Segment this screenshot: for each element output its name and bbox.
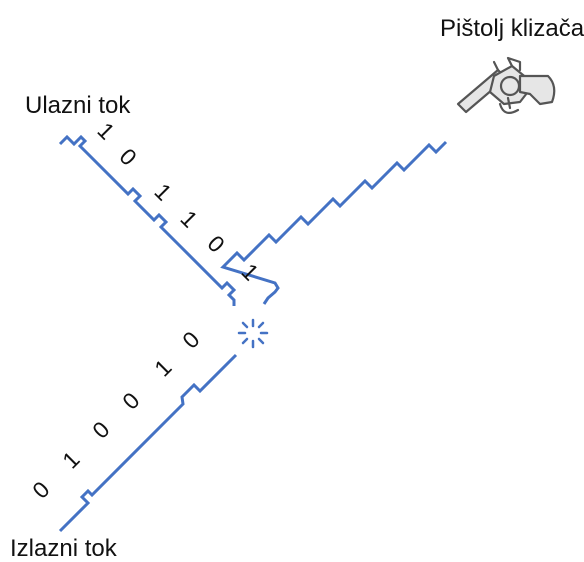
input-label: Ulazni tok — [25, 92, 131, 119]
input-bit: 0 — [114, 143, 141, 170]
output-stream-line — [58, 353, 238, 533]
input-bit: 1 — [92, 117, 119, 144]
output-bit: 0 — [117, 387, 144, 414]
glider-stream-line — [220, 140, 448, 305]
output-label: Izlazni tok — [10, 535, 118, 562]
input-bit: 1 — [175, 205, 202, 232]
output-bit: 0 — [177, 326, 204, 353]
input-bit: 1 — [236, 258, 263, 285]
input-bit: 0 — [202, 230, 229, 257]
input-bit: 1 — [149, 178, 176, 205]
output-bit: 0 — [87, 416, 114, 443]
sparkle-icon — [237, 318, 269, 349]
revolver-icon — [456, 56, 556, 115]
output-bit: 1 — [149, 354, 176, 381]
input-bits: 1 0 1 1 0 1 — [92, 117, 263, 285]
output-bits: 0 1 0 0 1 0 — [27, 326, 204, 503]
output-bit: 0 — [27, 476, 54, 503]
output-bit: 1 — [57, 446, 84, 473]
gun-label: Pištolj klizača — [440, 15, 584, 42]
input-stream-line — [58, 134, 237, 306]
